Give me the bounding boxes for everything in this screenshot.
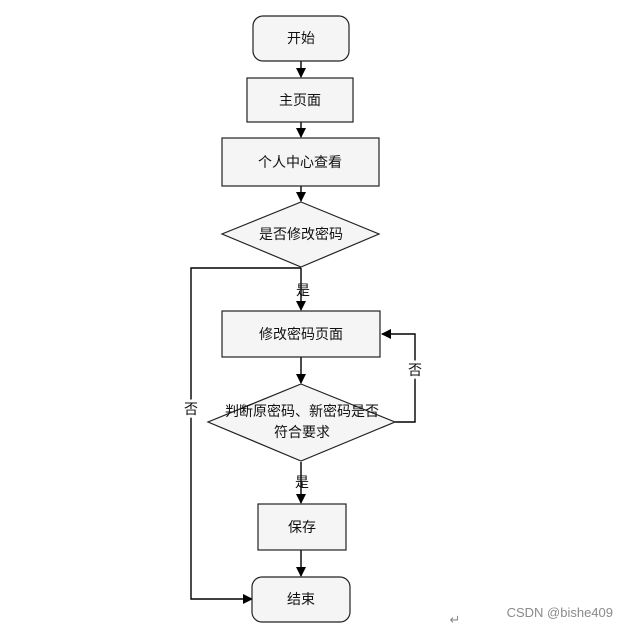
decision2-yes-label: 是 [295, 475, 309, 491]
decision1-no-label: 否 [184, 402, 198, 418]
edge-decision1-no [190, 267, 301, 604]
save-label: 保存 [288, 520, 316, 536]
personal-center-node [221, 137, 380, 187]
home-page-label: 主页面 [279, 93, 321, 109]
decision1-yes-label: 是 [296, 283, 310, 299]
change-password-decision-label: 是否修改密码 [259, 226, 343, 243]
end-node [251, 576, 351, 623]
home-page-node [246, 77, 354, 123]
edge-check-no [381, 329, 416, 423]
password-check-label-line2: 符合要求 [274, 425, 330, 441]
csdn-watermark: CSDN @bishe409 [507, 605, 613, 620]
decision2-no-label: 否 [408, 363, 422, 379]
change-password-decision [220, 201, 381, 268]
password-check-decision [206, 383, 397, 462]
corner-mark: ↵ [450, 612, 461, 627]
end-label: 结束 [287, 592, 315, 608]
start-node [252, 15, 350, 62]
personal-center-label: 个人中心查看 [258, 155, 342, 171]
password-check-label-line1: 判断原密码、新密码是否 [225, 403, 379, 420]
change-password-page-node [221, 310, 381, 358]
save-node [257, 503, 347, 551]
start-label: 开始 [287, 31, 315, 47]
change-password-page-label: 修改密码页面 [259, 326, 343, 343]
